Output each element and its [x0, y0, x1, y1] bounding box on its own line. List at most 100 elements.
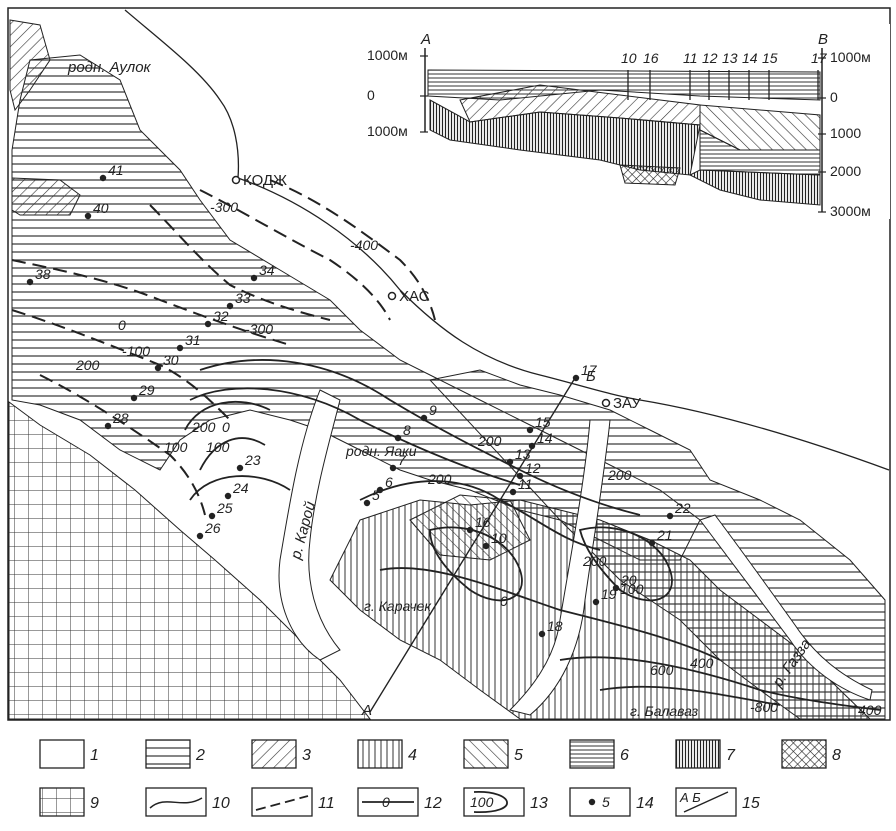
cs-right-tick: 2000 — [830, 163, 861, 179]
well-dot — [612, 584, 620, 592]
legend-number: 12 — [424, 795, 442, 812]
isoline-label: 100 — [620, 581, 644, 597]
well-dot — [506, 458, 514, 466]
legend-item-12: 0 12 — [357, 787, 442, 817]
well-label: 12 — [525, 460, 541, 476]
well-label: 9 — [429, 402, 437, 418]
legend-sample: 100 — [470, 794, 494, 810]
well-label: 41 — [108, 162, 124, 178]
well-label: 31 — [185, 332, 201, 348]
legend-sample: 5 — [602, 794, 610, 810]
legend-sample: 0 — [382, 794, 390, 810]
legend-item-6: 6 — [569, 739, 629, 769]
town-name-khas: ХАС — [399, 288, 430, 305]
isoline-label: 200 — [191, 419, 216, 435]
isoline-label: 200 — [582, 553, 607, 569]
well-label: 7 — [398, 452, 407, 468]
well-dot — [420, 414, 428, 422]
isoline-label: 400 — [858, 702, 882, 718]
legend-line-solid — [149, 797, 203, 809]
well-dot — [250, 274, 258, 282]
legend-number: 1 — [90, 747, 99, 764]
cs-left-tick: 1000м — [367, 47, 408, 63]
legend-number: 9 — [90, 795, 99, 812]
cs-left-label: А — [420, 31, 431, 48]
well-dot — [104, 422, 112, 430]
well-label: 15 — [535, 414, 551, 430]
well-label: 30 — [163, 352, 179, 368]
isoline-label: 200 — [427, 471, 452, 487]
isoline-label: 200 — [607, 467, 632, 483]
unit-3-area-2 — [11, 177, 81, 216]
section-line-ab — [369, 377, 576, 713]
well-dot — [226, 302, 234, 310]
towns-layer: КОДЖ ХАС ЗАУ — [231, 172, 641, 412]
legend-item-10: 10 — [145, 787, 230, 817]
legend-number: 3 — [302, 747, 311, 764]
well-label: 28 — [112, 410, 129, 426]
cs-right-label: В — [818, 31, 828, 48]
well-dot — [363, 499, 371, 507]
well-label: 29 — [138, 382, 155, 398]
cs-band-right-vert — [688, 169, 821, 206]
well-label: 25 — [216, 500, 233, 516]
isoline-label: -100 — [122, 343, 150, 359]
legend-swatch — [357, 739, 403, 769]
place-aulok: родн. Аулок — [67, 59, 152, 76]
well-label: 18 — [547, 618, 563, 634]
cs-well-label: 16 — [643, 50, 659, 66]
well-dot — [204, 320, 212, 328]
well-dot — [196, 532, 204, 540]
section-end-label: Б — [586, 368, 596, 385]
well-label: 19 — [601, 586, 617, 602]
isoline-label: -800 — [750, 699, 778, 715]
legend-item-9: 9 — [39, 787, 99, 817]
legend-isoline-closed — [473, 791, 508, 813]
cs-right-tick: 1000м — [830, 49, 871, 65]
well-dot — [528, 442, 536, 450]
cs-well-label: 12 — [702, 50, 718, 66]
legend-item-4: 4 — [357, 739, 417, 769]
well-dot — [482, 542, 490, 550]
legend-swatch — [251, 787, 313, 817]
legend-swatch — [39, 787, 85, 817]
legend-swatch — [463, 739, 509, 769]
legend-number: 2 — [195, 747, 205, 764]
town-marker-kodzh — [231, 175, 241, 185]
legend-swatch — [569, 787, 631, 817]
legend-swatch — [781, 739, 827, 769]
town-marker-khas — [387, 291, 397, 301]
isoline-label: 100 — [164, 439, 188, 455]
well-dot — [99, 174, 107, 182]
isoline-label: 200 — [477, 433, 502, 449]
isoline-label: 400 — [690, 655, 714, 671]
town-name-zau: ЗАУ — [613, 395, 641, 412]
legend-number: 5 — [514, 747, 523, 764]
well-dot — [592, 598, 600, 606]
legend-item-11: 11 — [251, 787, 335, 817]
isoline-label: 100 — [206, 439, 230, 455]
legend-item-5: 5 — [463, 739, 523, 769]
well-dot — [236, 464, 244, 472]
river-valley-karoy — [278, 389, 341, 661]
well-label: 11 — [518, 476, 533, 492]
cs-well-label: 14 — [742, 50, 758, 66]
legend-swatch — [145, 739, 191, 769]
isoline-label: 0 — [222, 419, 230, 435]
town-marker-zau — [601, 398, 611, 408]
town-name-kodzh: КОДЖ — [243, 172, 287, 189]
well-label: 38 — [35, 266, 51, 282]
unit-3-area — [9, 19, 51, 112]
river-valley-gazza — [699, 514, 873, 701]
unit-9-area — [8, 401, 372, 720]
well-label: 33 — [235, 290, 251, 306]
isoline-label: 0 — [118, 317, 126, 333]
well-label: 32 — [213, 308, 229, 324]
isoline-label: 0 — [500, 593, 508, 609]
isoline-label: -300 — [245, 321, 273, 337]
